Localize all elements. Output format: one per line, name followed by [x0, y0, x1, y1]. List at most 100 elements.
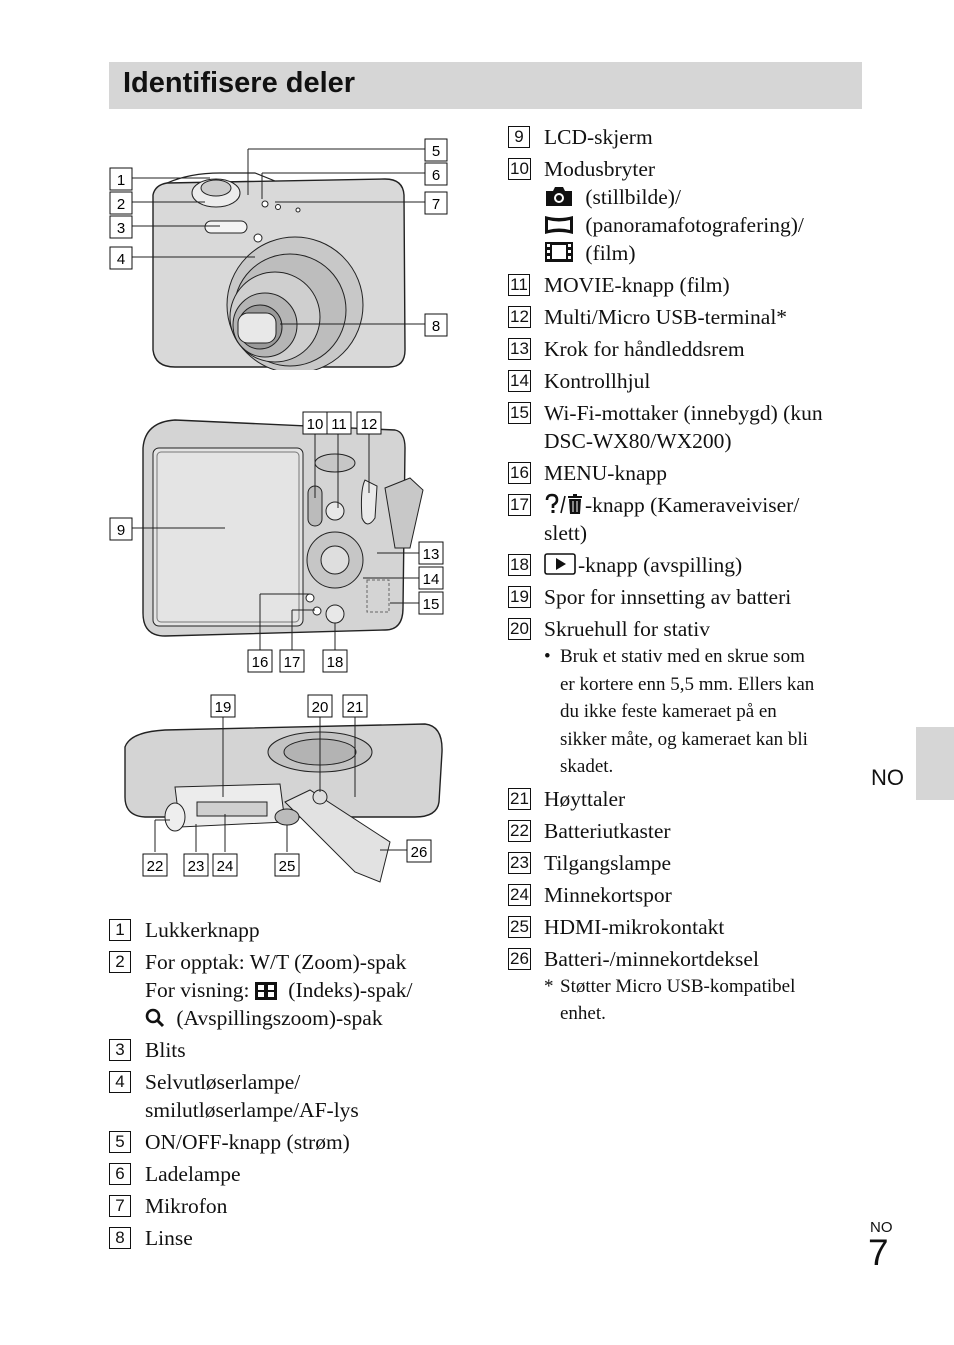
- svg-text:9: 9: [117, 522, 125, 539]
- list-item: 25 HDMI-mikrokontakt: [508, 914, 725, 939]
- list-item: 4 Selvutløserlampe/ smilutløserlampe/AF-…: [109, 1068, 469, 1124]
- list-item: 1 Lukkerknapp: [109, 916, 469, 944]
- item-number: 10: [508, 158, 531, 180]
- playback-icon: [544, 553, 576, 575]
- svg-text:5: 5: [432, 143, 440, 160]
- svg-text:25: 25: [279, 858, 296, 875]
- back-callout-15: 15: [418, 591, 444, 615]
- tripod-note: • Bruk et stativ med en skrue som er kor…: [544, 646, 815, 777]
- item-number: 2: [109, 951, 131, 973]
- back-callout-16: 16: [247, 649, 273, 673]
- svg-text:15: 15: [423, 596, 440, 613]
- front-callout-8: 8: [424, 313, 448, 337]
- still-camera-icon: [546, 187, 572, 206]
- item-number: 9: [508, 126, 530, 148]
- item-number: 25: [508, 915, 531, 938]
- svg-text:11: 11: [331, 416, 347, 433]
- bottom-callout-19: 19: [210, 694, 236, 718]
- back-callout-12: 12: [356, 411, 382, 435]
- list-item: 12 Multi/Micro USB-terminal*: [508, 305, 788, 329]
- front-callout-4: 4: [109, 246, 133, 270]
- back-callout-11: 11: [326, 411, 352, 435]
- item-number: 1: [109, 919, 131, 941]
- list-item: 2 For opptak: W/T (Zoom)-spak For visnin…: [109, 948, 469, 1032]
- list-item: 26 Batteri-/minnekortdeksel * Støtter Mi…: [508, 945, 868, 1027]
- back-callout-10: 10: [302, 411, 328, 435]
- list-item: 17 -knapp (Kameraveiviser/ slett): [508, 493, 800, 545]
- svg-text:3: 3: [117, 220, 125, 237]
- item-number: 14: [508, 370, 531, 392]
- back-callout-13: 13: [418, 541, 444, 565]
- item-number: 16: [508, 462, 531, 484]
- list-item: 16 MENU-knapp: [508, 461, 668, 485]
- camera-bottom-figure: 19 20 21 22 23 24 25 26: [105, 692, 455, 887]
- item-number: 7: [109, 1195, 131, 1217]
- parts-list-right: 9 LCD-skjerm 10 Modusbryter (stillbilde)…: [508, 123, 868, 1031]
- item-number: 11: [508, 274, 530, 296]
- front-callout-2: 2: [109, 191, 133, 215]
- item-number: 26: [508, 947, 531, 970]
- list-item: 6 Ladelampe: [109, 1160, 469, 1188]
- list-item: 21 Høyttaler: [508, 786, 626, 811]
- bottom-callout-25: 25: [274, 853, 300, 877]
- item-number: 3: [109, 1039, 131, 1061]
- list-item: 7 Mikrofon: [109, 1192, 469, 1220]
- item-number: 17: [508, 494, 531, 516]
- svg-text:26: 26: [411, 844, 428, 861]
- item-number: 20: [508, 618, 531, 640]
- item-number: 24: [508, 883, 531, 906]
- item-number: 18: [508, 554, 531, 576]
- title-bar: Identifisere deler: [109, 62, 862, 109]
- svg-text:12: 12: [361, 416, 378, 433]
- panorama-icon: [545, 216, 573, 234]
- item-number: 22: [508, 819, 531, 842]
- camera-back-figure: 9 10 11 12 13 14 15 16 17 18: [105, 408, 455, 678]
- index-grid-icon: [254, 982, 277, 1000]
- footnote: * Støtter Micro USB-kompatibel enhet.: [544, 975, 796, 1024]
- front-callout-5: 5: [424, 138, 448, 162]
- list-item: 5 ON/OFF-knapp (strøm): [109, 1128, 469, 1156]
- list-item: 18 -knapp (avspilling): [508, 553, 743, 577]
- movie-film-icon: [545, 242, 573, 262]
- bottom-callout-24: 24: [212, 853, 238, 877]
- front-callout-1: 1: [109, 167, 133, 191]
- list-item: 23 Tilgangslampe: [508, 850, 672, 875]
- front-callout-7: 7: [424, 191, 448, 215]
- svg-text:6: 6: [432, 167, 440, 184]
- item-number: 13: [508, 338, 531, 360]
- list-item: 24 Minnekortspor: [508, 882, 672, 907]
- list-item: 19 Spor for innsetting av batteri: [508, 585, 792, 609]
- bottom-callout-26: 26: [406, 839, 432, 863]
- svg-text:13: 13: [423, 546, 440, 563]
- page-title: Identifisere deler: [123, 67, 356, 99]
- list-item: 8 Linse: [109, 1224, 469, 1252]
- item-number: 12: [508, 306, 531, 328]
- svg-text:1: 1: [117, 172, 125, 189]
- front-callout-6: 6: [424, 162, 448, 186]
- list-item: 15 Wi-Fi-mottaker (innebygd) (kun DSC-WX…: [508, 401, 823, 453]
- svg-text:10: 10: [307, 416, 324, 433]
- list-item: 3 Blits: [109, 1036, 469, 1064]
- item-number: 19: [508, 586, 531, 608]
- bottom-callout-23: 23: [183, 853, 209, 877]
- svg-text:20: 20: [312, 699, 329, 716]
- item-number: 23: [508, 851, 531, 874]
- svg-text:22: 22: [147, 858, 164, 875]
- svg-text:2: 2: [117, 196, 125, 213]
- item-number: 4: [109, 1071, 131, 1093]
- help-trash-icon: [545, 493, 582, 514]
- list-item: 11 MOVIE-knapp (film): [508, 271, 868, 299]
- svg-text:16: 16: [252, 654, 269, 671]
- page-number: 7: [868, 1232, 889, 1273]
- svg-text:18: 18: [327, 654, 344, 671]
- bottom-callout-22: 22: [142, 853, 168, 877]
- item-number: 5: [109, 1131, 131, 1153]
- zoom-magnifier-icon: [145, 1008, 165, 1028]
- list-item: 20 Skruehull for stativ • Bruk et stativ…: [508, 615, 868, 781]
- svg-text:19: 19: [215, 699, 232, 716]
- list-item: 22 Batteriutkaster: [508, 818, 671, 843]
- bottom-callout-21: 21: [342, 694, 368, 718]
- svg-text:21: 21: [347, 699, 364, 716]
- item-number: 21: [508, 787, 531, 810]
- camera-front-figure: 1 2 3 4 5 6 7 8: [105, 135, 455, 370]
